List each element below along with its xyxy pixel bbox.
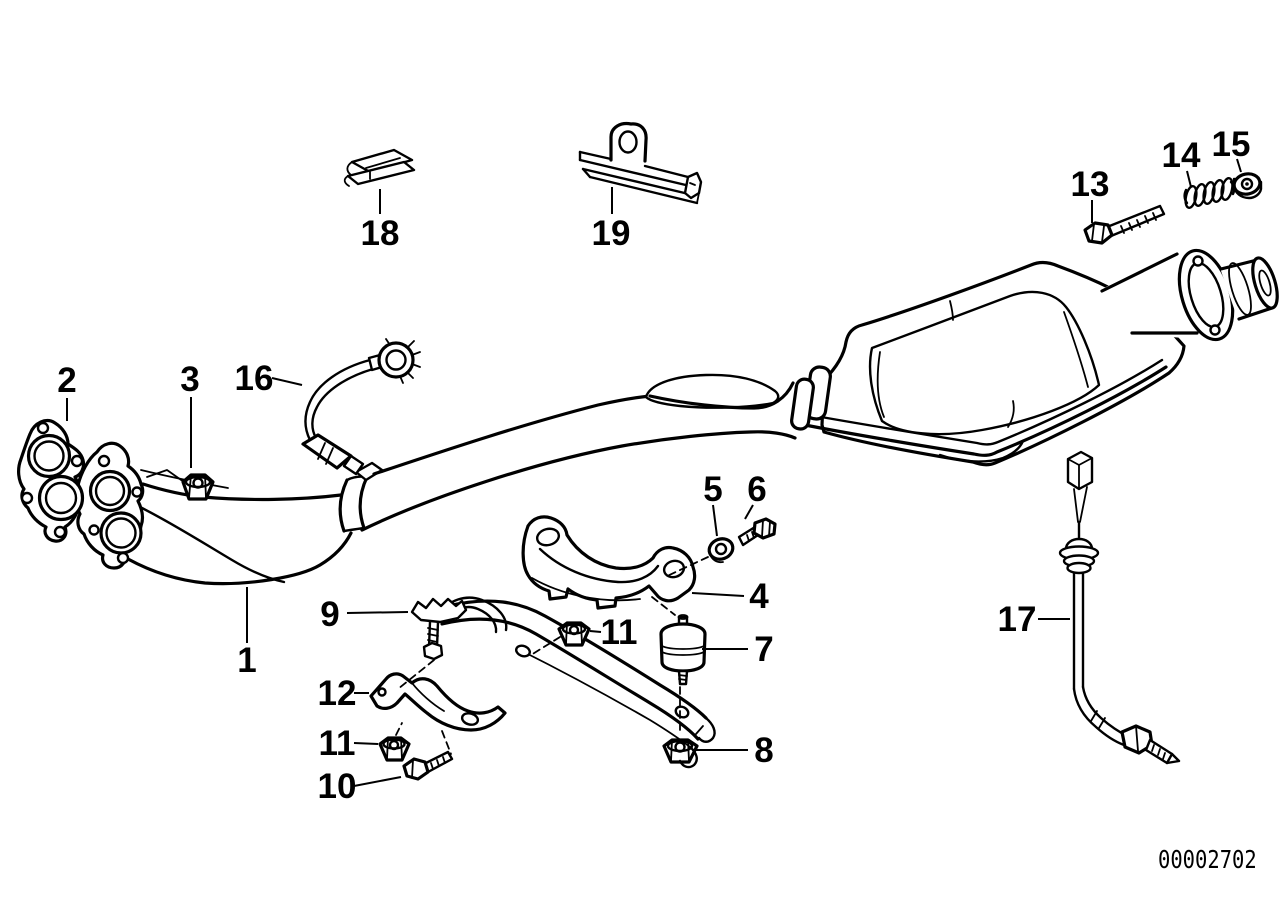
callout-leader-11 xyxy=(353,742,379,745)
bolt-13-art xyxy=(1083,204,1166,245)
callout-8[interactable]: 8 xyxy=(754,731,773,770)
muffler-inlet-rings-art xyxy=(790,365,832,431)
clip-18-art xyxy=(343,148,416,187)
nut-3-art xyxy=(181,473,215,501)
bracket-19-art xyxy=(578,121,703,205)
callout-4[interactable]: 4 xyxy=(749,577,769,616)
bolt-6-art xyxy=(737,517,777,547)
muffler-body-art xyxy=(798,248,1279,467)
rubber-mount-7-art xyxy=(659,614,707,686)
callout-6[interactable]: 6 xyxy=(747,470,766,509)
bracket-4-art xyxy=(521,515,697,610)
callout-10[interactable]: 10 xyxy=(318,767,357,806)
callout-15[interactable]: 15 xyxy=(1212,125,1251,164)
clamp-screw-9-art xyxy=(410,596,508,661)
callout-12[interactable]: 12 xyxy=(318,674,357,713)
callout-18[interactable]: 18 xyxy=(361,214,400,253)
nut-11-left-art xyxy=(378,736,411,762)
nut-8-art xyxy=(662,738,699,764)
clamp-strap-art xyxy=(440,599,716,769)
clamp-12-art xyxy=(369,672,507,732)
callout-leader-5 xyxy=(712,504,718,537)
drawing-number: 00002702 xyxy=(1158,845,1257,874)
callout-5[interactable]: 5 xyxy=(703,470,722,509)
callout-17[interactable]: 17 xyxy=(998,600,1037,639)
callout-14[interactable]: 14 xyxy=(1162,136,1201,175)
bolt-10-art xyxy=(402,750,454,781)
callout-7[interactable]: 7 xyxy=(754,630,773,669)
callout-leader-11 xyxy=(589,630,602,633)
callout-leader-4 xyxy=(691,592,745,597)
callout-9[interactable]: 9 xyxy=(320,595,339,634)
callout-leader-15 xyxy=(1236,158,1242,173)
assembly-dashed-lines xyxy=(395,556,709,755)
washer-5-art xyxy=(707,537,735,564)
callout-leader-10 xyxy=(353,776,402,787)
callout-11[interactable]: 11 xyxy=(319,724,356,763)
callout-1[interactable]: 1 xyxy=(237,641,256,680)
temp-sensor-17-art xyxy=(1058,450,1181,765)
front-pipe-1-art xyxy=(126,373,797,586)
callout-leader-14 xyxy=(1186,170,1192,188)
callout-leader-16 xyxy=(271,377,303,386)
nut-15-art xyxy=(1232,172,1263,200)
callout-19[interactable]: 19 xyxy=(592,214,631,253)
callout-13[interactable]: 13 xyxy=(1071,165,1110,204)
callout-leader-6 xyxy=(744,504,754,520)
callout-leader-9 xyxy=(346,611,409,614)
callout-16[interactable]: 16 xyxy=(235,359,274,398)
callout-3[interactable]: 3 xyxy=(180,360,199,399)
callout-11[interactable]: 11 xyxy=(601,613,638,652)
gasket-2-art xyxy=(17,419,86,543)
spring-14-art xyxy=(1183,176,1236,210)
nut-11-right-art xyxy=(557,621,591,647)
callout-2[interactable]: 2 xyxy=(57,361,76,400)
pipe-flange-art xyxy=(73,441,185,570)
oxygen-sensor-16-art xyxy=(301,338,421,476)
